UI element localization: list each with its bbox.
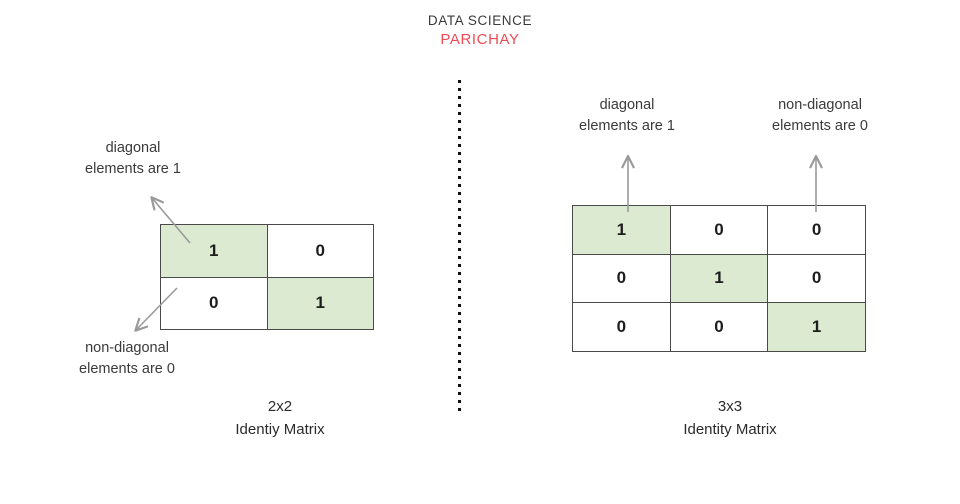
matrix-3x3-cell-2-0: 0 [573,303,671,352]
matrix-3x3-cell-2-1: 0 [670,303,769,352]
right-caption-size: 3x3 [717,398,743,415]
right-annotation-non-diagonal: non-diagonal elements are 0 [772,97,868,135]
brand-line-parichay: PARICHAY [440,31,520,49]
brand-line-data-science: DATA SCIENCE [427,13,533,28]
matrix-2x2-cell-0-1: 0 [267,225,374,278]
matrix-3x3: 1 0 0 0 1 0 0 0 1 [572,205,866,352]
vertical-dotted-divider [458,80,461,416]
matrix-3x3-cell-0-1: 0 [670,206,769,255]
matrix-3x3-cell-0-0: 1 [573,206,671,255]
left-caption: 2x2 Identiy Matrix [180,396,380,441]
matrix-3x3-cell-2-2: 1 [768,303,866,352]
matrix-2x2-cell-1-0: 0 [161,277,268,330]
left-annotation-non-diagonal: non-diagonal elements are 0 [79,340,175,378]
brand-header: DATA SCIENCE PARICHAY [0,12,960,50]
matrix-2x2: 1 0 0 1 [160,224,374,330]
right-caption-name: Identity Matrix [683,420,777,438]
right-annotation-diagonal: diagonal elements are 1 [579,97,675,135]
matrix-3x3-cell-1-2: 0 [768,254,866,304]
left-annotation-diagonal: diagonal elements are 1 [85,140,181,178]
left-caption-size: 2x2 [267,398,293,415]
right-caption: 3x3 Identity Matrix [620,396,840,441]
matrix-2x2-cell-0-0: 1 [161,225,268,278]
matrix-3x3-cell-1-1: 1 [670,254,769,304]
matrix-2x2-cell-1-1: 1 [267,277,374,330]
left-caption-name: Identiy Matrix [235,420,325,438]
matrix-3x3-cell-0-2: 0 [768,206,866,255]
matrix-3x3-cell-1-0: 0 [573,254,671,304]
